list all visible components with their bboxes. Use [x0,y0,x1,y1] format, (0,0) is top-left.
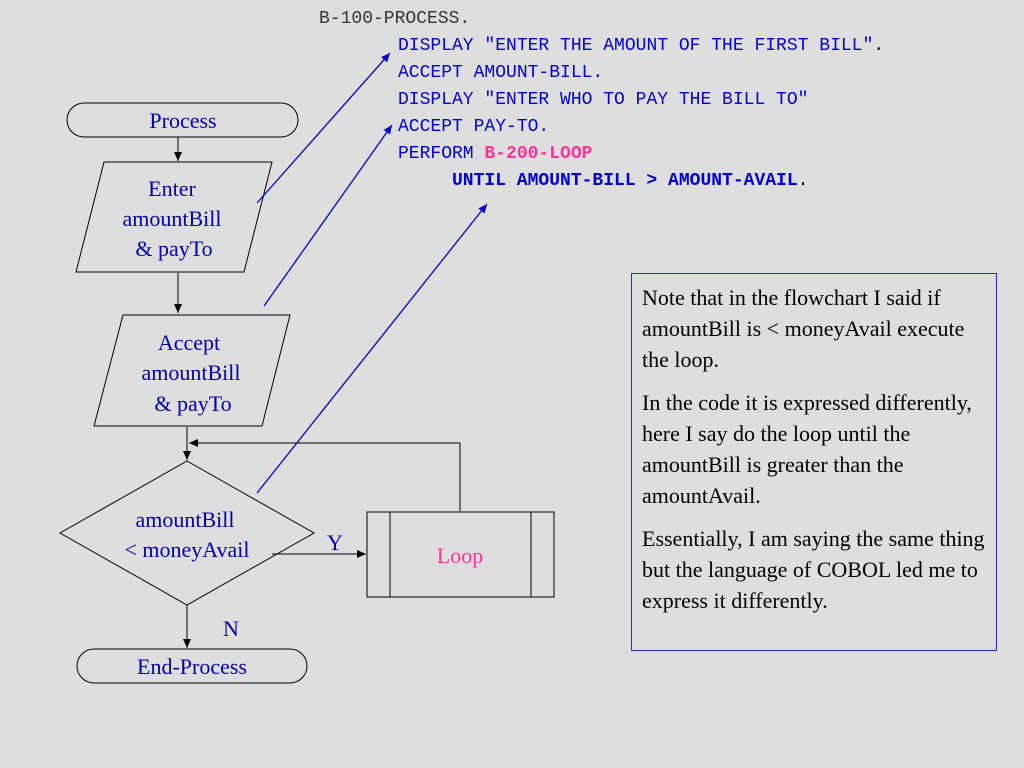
loop-process-box [366,511,555,598]
note-box: Note that in the flowchart I said if amo… [631,273,997,651]
accept-line-1: Accept [158,330,220,355]
code-line-1-part-0: DISPLAY "ENTER THE AMOUNT OF THE FIRST B… [398,36,874,56]
decision-diamond [58,460,316,606]
code-line-1-part-1: . [873,36,885,56]
note-paragraph-3: Essentially, I am saying the same thing … [642,526,985,613]
loop-return-line [189,439,461,511]
yes-label: Y [327,530,343,555]
enter-line-3: & payTo [135,236,212,261]
process-terminator [66,102,299,138]
connector-enter-to-display [256,52,391,204]
accept-input-shape [93,314,291,427]
end-process-terminator [76,648,308,684]
code-line-5-part-1: B-200-LOOP [484,144,593,164]
code-line-1: DISPLAY "ENTER THE AMOUNT OF THE FIRST B… [398,33,884,60]
code-line-0: B-100-PROCESS. [319,6,470,33]
enter-line-2: amountBill [123,206,222,231]
accept-line-3: & payTo [154,391,231,416]
connector-decision-to-until [256,203,488,494]
code-line-6: UNTIL AMOUNT-BILL > AMOUNT-AVAIL. [452,168,808,195]
note-paragraph-2: In the code it is expressed differently,… [642,390,972,508]
decision-line-1: amountBill [136,507,235,532]
note-paragraph-1: Note that in the flowchart I said if amo… [642,285,965,372]
process-label: Process [149,108,216,133]
enter-line-1: Enter [148,176,196,201]
code-line-5: PERFORM B-200-LOOP [398,141,592,168]
code-line-2-part-0: ACCEPT AMOUNT-BILL. [398,63,604,83]
no-label: N [223,616,239,641]
end-process-label: End-Process [137,654,247,679]
code-line-4: ACCEPT PAY-TO. [398,114,549,141]
enter-input-shape [75,161,273,273]
loop-label: Loop [437,543,483,568]
code-line-5-part-0: PERFORM [398,144,485,164]
connector-accept-to-accept [263,124,393,307]
code-line-4-part-0: ACCEPT PAY-TO. [398,117,550,137]
code-line-2: ACCEPT AMOUNT-BILL. [398,60,603,87]
code-line-3: DISPLAY "ENTER WHO TO PAY THE BILL TO" [398,87,808,114]
code-line-0-part-0: B-100-PROCESS. [319,9,471,29]
decision-line-2: < moneyAvail [124,537,249,562]
code-line-6-part-0: UNTIL AMOUNT-BILL > AMOUNT-AVAIL [452,171,798,191]
accept-line-2: amountBill [142,360,241,385]
code-line-3-part-0: DISPLAY "ENTER WHO TO PAY THE BILL TO" [398,90,809,110]
code-line-6-part-1: . [797,171,809,191]
